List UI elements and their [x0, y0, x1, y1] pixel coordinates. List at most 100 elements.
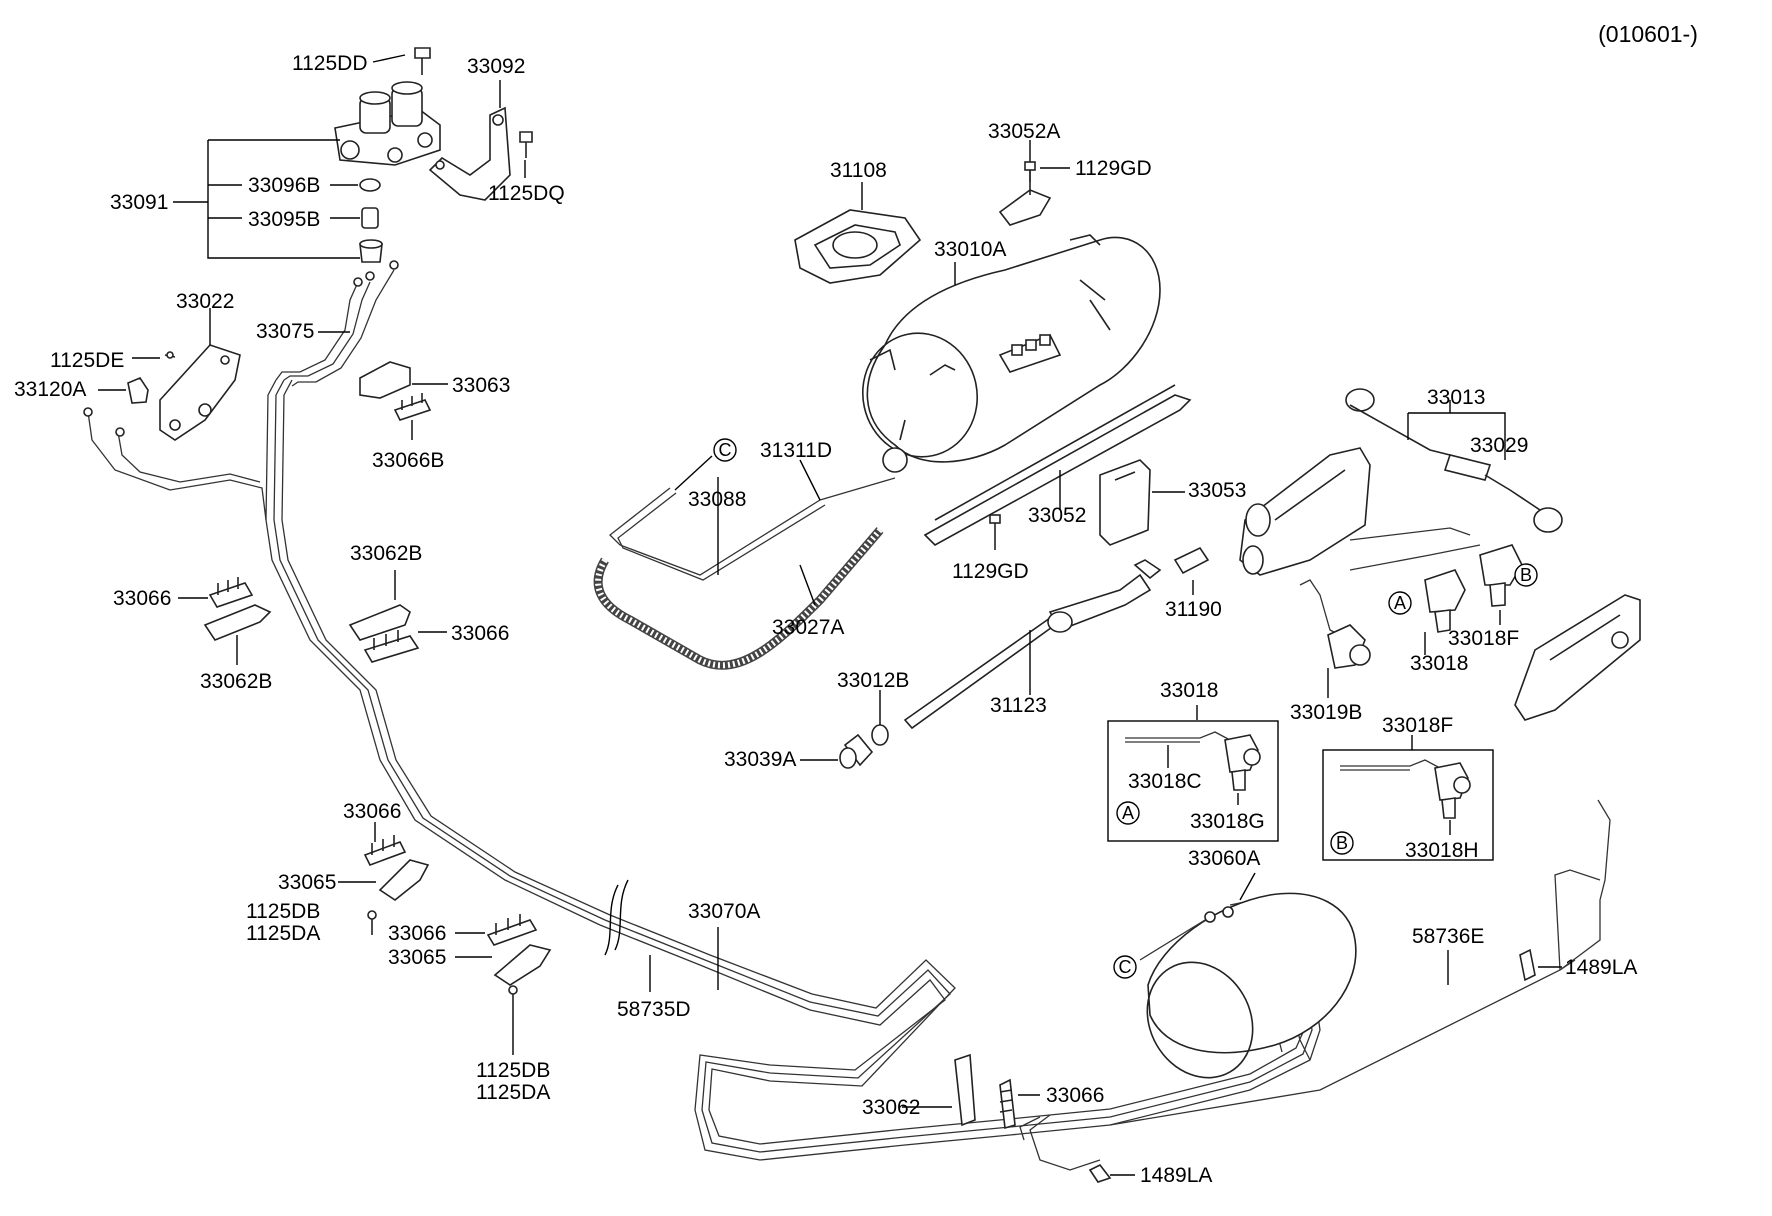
lpg-tank-33060A — [1146, 892, 1357, 1079]
pipe-31311D — [819, 477, 896, 501]
label-33060A: 33060A — [1188, 847, 1260, 870]
label-33092: 33092 — [467, 55, 525, 78]
label-33018-right: 33018 — [1410, 652, 1468, 675]
holder-33066-bottom — [999, 1078, 1016, 1130]
bolt-1125DD — [414, 47, 431, 75]
label-31311D: 31311D — [760, 439, 832, 462]
label-33027A: 33027A — [772, 616, 844, 639]
label-1129GD-top: 1129GD — [1075, 157, 1152, 180]
label-33018C: 33018C — [1128, 770, 1202, 793]
bolt-1125DQ — [519, 131, 533, 158]
label-33039A: 33039A — [724, 748, 796, 771]
label-33062B-mid: 33062B — [350, 542, 422, 565]
detail-box-a — [1107, 720, 1279, 842]
screw-1125DE — [164, 351, 176, 359]
holder-33066-lower1 — [363, 835, 407, 866]
label-33075: 33075 — [256, 320, 314, 343]
label-33018H: 33018H — [1405, 839, 1479, 862]
solenoid-33018 — [1424, 569, 1466, 633]
label-1125DB-lower1: 1125DB — [246, 900, 320, 923]
label-33053: 33053 — [1188, 479, 1246, 502]
diagram-code: (010601-) — [1598, 21, 1698, 47]
clip-33063 — [359, 361, 411, 399]
svg-text:C: C — [719, 440, 732, 460]
callout-c-bottom: C — [1113, 955, 1137, 979]
oring-33096B — [359, 178, 381, 192]
svg-text:B: B — [1336, 833, 1348, 853]
label-1125DD: 1125DD — [292, 52, 368, 75]
fill-hose-31123 — [903, 559, 1162, 730]
clip-33062B-left — [203, 604, 272, 641]
fitting-31190 — [1173, 546, 1210, 575]
label-33062-bottom: 33062 — [862, 1096, 920, 1119]
bushing-33120A — [127, 377, 149, 404]
holder-33066-mid — [363, 630, 420, 663]
callout-b-right: B — [1514, 563, 1538, 587]
solenoid-valve-assembly — [334, 81, 441, 166]
label-33066-left: 33066 — [113, 587, 171, 610]
label-33018F-box: 33018F — [1382, 714, 1453, 737]
detail-box-b — [1322, 749, 1494, 861]
pipe-33088 — [609, 487, 826, 581]
label-33010A: 33010A — [934, 238, 1006, 261]
label-33029: 33029 — [1470, 434, 1528, 457]
label-33052: 33052 — [1028, 504, 1086, 527]
svg-text:A: A — [1394, 593, 1406, 613]
cover-33053 — [1099, 459, 1151, 546]
label-1125DE: 1125DE — [50, 349, 124, 372]
bracket-33022 — [159, 344, 241, 441]
bolt-1129GD-top — [1024, 161, 1036, 195]
svg-text:B: B — [1520, 565, 1532, 585]
label-1125DQ: 1125DQ — [488, 182, 565, 205]
callout-c-top: C — [713, 438, 737, 462]
part-labels: 1125DD 33092 33091 33096B 33095B 1125DQ … — [14, 52, 1637, 1187]
label-33066-mid: 33066 — [451, 622, 509, 645]
label-31123: 31123 — [990, 694, 1047, 717]
label-1489LA-bottom: 1489LA — [1140, 1164, 1212, 1187]
label-33120A: 33120A — [14, 378, 86, 401]
label-1125DA-lower2: 1125DA — [476, 1081, 550, 1104]
clip-33062-bottom — [954, 1053, 976, 1127]
corrugated-hose-33027A — [593, 527, 884, 670]
label-33088: 33088 — [688, 488, 746, 511]
seal-31108 — [794, 209, 922, 284]
bolt-1129GD-bottom — [989, 514, 1001, 550]
clip-33065-lower2 — [493, 944, 552, 986]
label-33096B: 33096B — [248, 174, 320, 197]
tank-fittings — [1204, 906, 1234, 923]
label-33091: 33091 — [110, 191, 168, 214]
callout-a-box: A — [1116, 801, 1140, 825]
label-58736E: 58736E — [1412, 925, 1484, 948]
svg-text:C: C — [1119, 957, 1132, 977]
label-33063: 33063 — [452, 374, 510, 397]
bracket-33092 — [428, 106, 511, 201]
lpg-tank-33010A — [861, 234, 1161, 473]
label-33018-box: 33018 — [1160, 679, 1218, 702]
label-33062B-left: 33062B — [200, 670, 272, 693]
callout-a-right: A — [1388, 591, 1412, 615]
clip-33062B-mid — [348, 604, 411, 641]
oring-33012B — [871, 724, 889, 746]
bracket-33013-assembly — [1239, 447, 1371, 576]
label-33019B: 33019B — [1290, 701, 1362, 724]
label-31190: 31190 — [1165, 598, 1222, 621]
label-33013: 33013 — [1427, 386, 1485, 409]
holder-33066B — [393, 393, 432, 421]
label-33066B: 33066B — [372, 449, 444, 472]
label-33065-lower1: 33065 — [278, 871, 336, 894]
label-33018G: 33018G — [1190, 810, 1265, 833]
mounting-bracket-33052 — [923, 384, 1192, 546]
label-33066-bottom: 33066 — [1046, 1084, 1104, 1107]
label-1489LA-right: 1489LA — [1565, 956, 1637, 979]
screw-1125DB-lower1 — [367, 910, 377, 935]
label-33070A: 33070A — [688, 900, 760, 923]
label-1125DB-lower2: 1125DB — [476, 1059, 550, 1082]
label-33095B: 33095B — [248, 208, 320, 231]
clip-33065-lower1 — [378, 859, 430, 901]
label-33065-lower2: 33065 — [388, 946, 446, 969]
screw-1125DB-lower2 — [508, 985, 518, 1010]
cover-plate-right — [1514, 594, 1641, 721]
cap-33039A — [839, 733, 874, 769]
